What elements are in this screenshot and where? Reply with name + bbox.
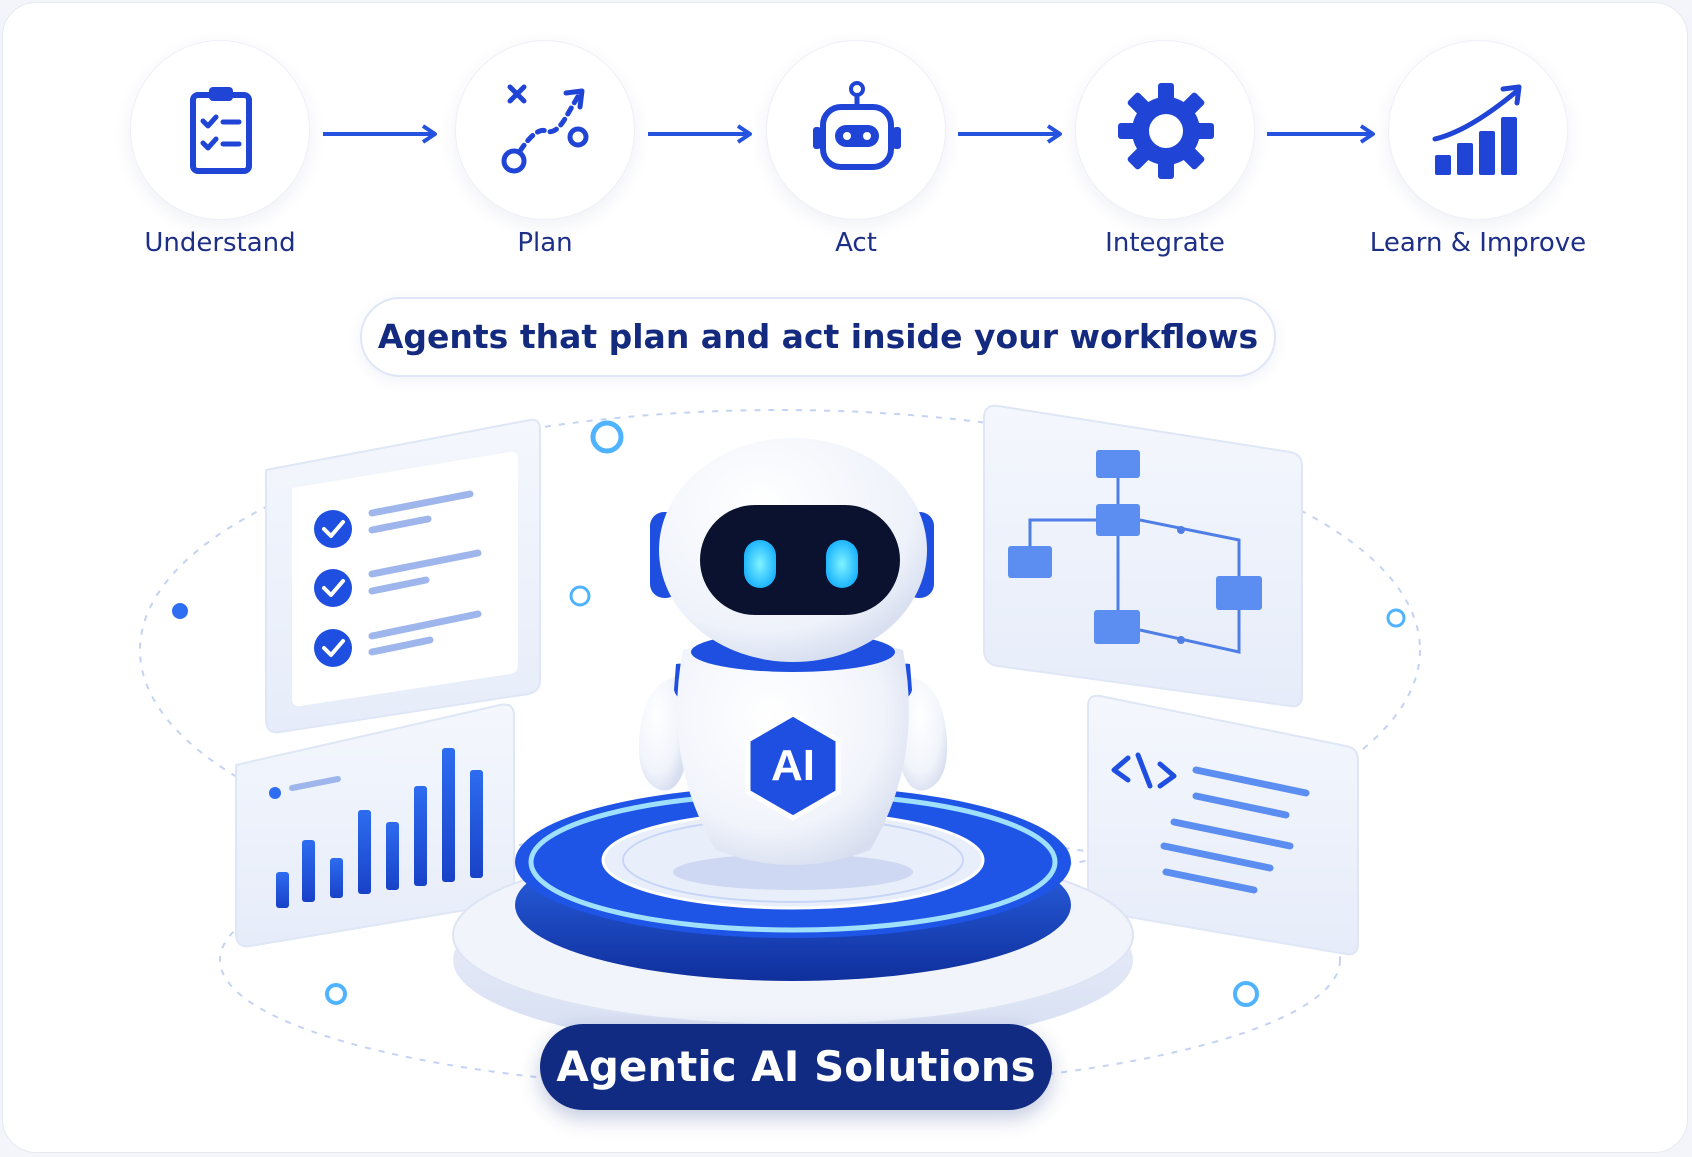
step-label: Plan	[517, 228, 573, 258]
robot-platform	[452, 786, 1134, 1050]
step-label: Integrate	[1105, 228, 1225, 258]
checklist-panel	[265, 418, 541, 734]
step-circle	[1388, 40, 1568, 220]
orbit-nodes	[172, 420, 1406, 1007]
flowchart-panel	[983, 404, 1303, 708]
check-circle-icon	[314, 510, 352, 548]
arrow-right-icon	[1267, 124, 1375, 144]
clipboard-checklist-icon	[190, 87, 252, 174]
robot-head-icon	[813, 81, 901, 170]
arrow-right-icon	[958, 124, 1062, 144]
step-label: Act	[835, 228, 877, 258]
strategy-plan-icon	[501, 84, 589, 174]
check-circle-icon	[314, 629, 352, 667]
ai-badge-label: AI	[771, 741, 815, 790]
robot-mascot: AI	[638, 438, 948, 890]
step-label: Understand	[144, 228, 296, 258]
growth-chart-icon	[1432, 84, 1522, 175]
process-steps: Understand Plan	[0, 0, 1692, 270]
orbit-lines	[139, 409, 1421, 1091]
code-panel	[1087, 694, 1359, 956]
tagline-pill: Agents that plan and act inside your wor…	[360, 297, 1276, 377]
arrow-right-icon	[648, 124, 752, 144]
arrow-right-icon	[323, 124, 437, 144]
step-circle	[455, 40, 635, 220]
step-circle	[1075, 40, 1255, 220]
title-badge: Agentic AI Solutions	[540, 1024, 1052, 1110]
ai-hexagon-badge	[745, 711, 841, 821]
check-circle-icon	[314, 569, 352, 607]
step-label: Learn & Improve	[1369, 228, 1587, 258]
step-circle	[766, 40, 946, 220]
code-icon	[1111, 752, 1177, 789]
step-circle	[130, 40, 310, 220]
gear-icon	[1118, 83, 1214, 179]
bar-chart-panel	[235, 703, 515, 948]
